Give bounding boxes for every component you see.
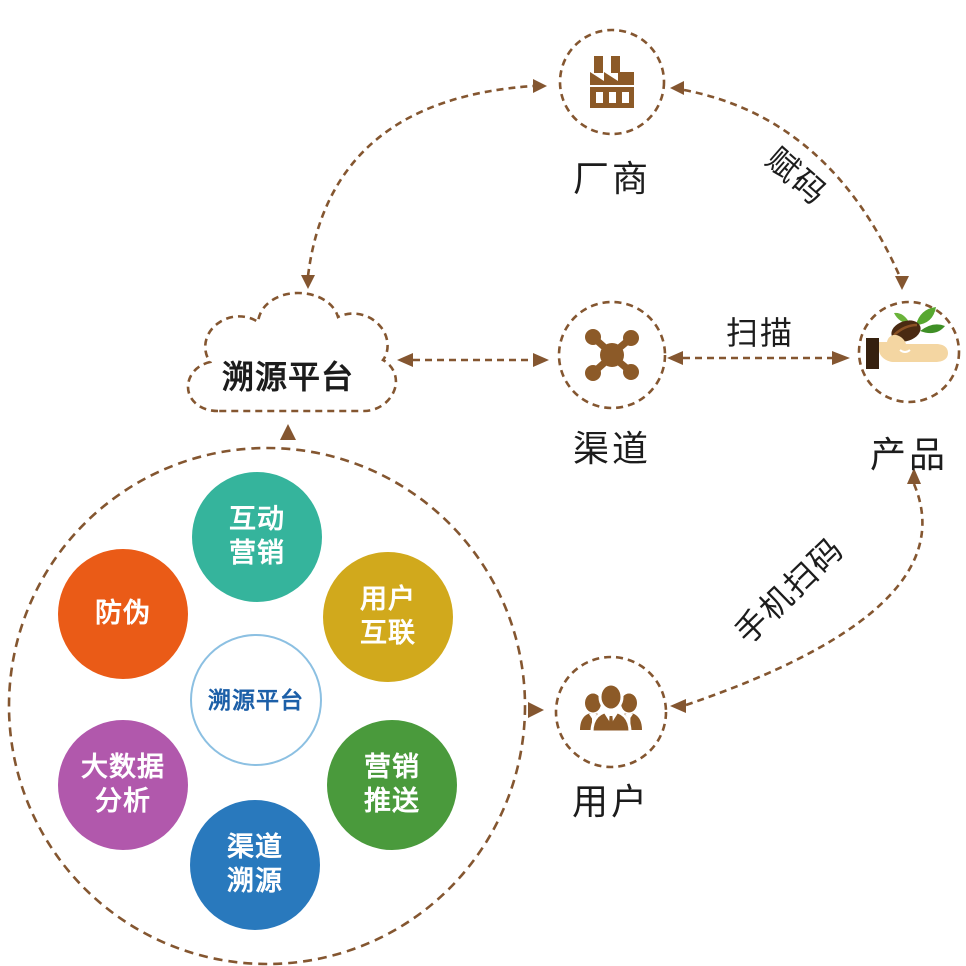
bubble-anti-counterfeiting: 防伪 [58, 549, 188, 679]
factory-icon [590, 56, 634, 108]
manufacturer-node-circle [558, 28, 666, 136]
arrowhead-to-channel-right [667, 351, 683, 365]
bubble-big-data-analysis: 大数据 分析 [58, 720, 188, 850]
arrowhead-circle-to-cloud [280, 424, 296, 440]
platform-cloud-label: 溯源平台 [221, 359, 354, 395]
network-icon [585, 329, 639, 381]
user-node-circle [554, 655, 668, 769]
scan-edge-label: 扫描 [725, 315, 794, 351]
arrowhead-to-manufacturer-right [670, 81, 684, 95]
cloud-icon [186, 291, 398, 413]
manufacturer-label: 厂商 [572, 158, 651, 199]
user-label: 用户 [571, 781, 650, 822]
arrowhead-to-product-left [832, 351, 850, 365]
people-icon [580, 682, 642, 734]
channel-label: 渠道 [572, 428, 651, 469]
arrowhead-circle-to-user [528, 702, 544, 718]
product-node-circle [857, 300, 961, 404]
product-label: 产品 [869, 434, 948, 475]
edge-product-user [685, 483, 924, 707]
bubble-interactive-marketing: 互动 营销 [192, 472, 322, 602]
edge-cloud-manufacturer [306, 84, 534, 277]
arrowhead-to-cloud [301, 275, 315, 289]
bubble-platform-center: 溯源平台 [190, 634, 322, 766]
bubble-channel-traceability: 渠道 溯源 [190, 800, 320, 930]
arrowhead-to-user-right [670, 699, 686, 713]
arrowhead-to-cloud-right [397, 353, 413, 367]
channel-node-circle [557, 300, 667, 410]
platform-ecosystem-circle [7, 446, 527, 966]
hand-seed-icon [866, 307, 948, 369]
arrowhead-to-channel-left [533, 353, 549, 367]
bubble-user-interconnection: 用户 互联 [323, 552, 453, 682]
arrowhead-to-manufacturer [533, 79, 547, 93]
arrowhead-to-product-top [895, 276, 909, 290]
edge-manufacturer-product [683, 88, 902, 278]
arrowhead-to-product-bottom [907, 468, 921, 484]
bubble-marketing-push: 营销 推送 [327, 720, 457, 850]
